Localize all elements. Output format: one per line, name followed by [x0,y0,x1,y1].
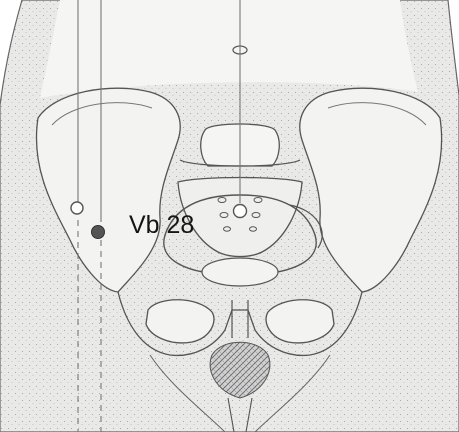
acupoint-label: Vb 28 [129,211,194,240]
left-obturator-foramen [146,300,214,343]
right-obturator-foramen [266,300,334,343]
acupoint-vb28-marker [92,226,105,239]
coccyx [202,258,278,286]
acupoint-open-midline [234,205,247,218]
acupoint-open-left [71,202,83,214]
